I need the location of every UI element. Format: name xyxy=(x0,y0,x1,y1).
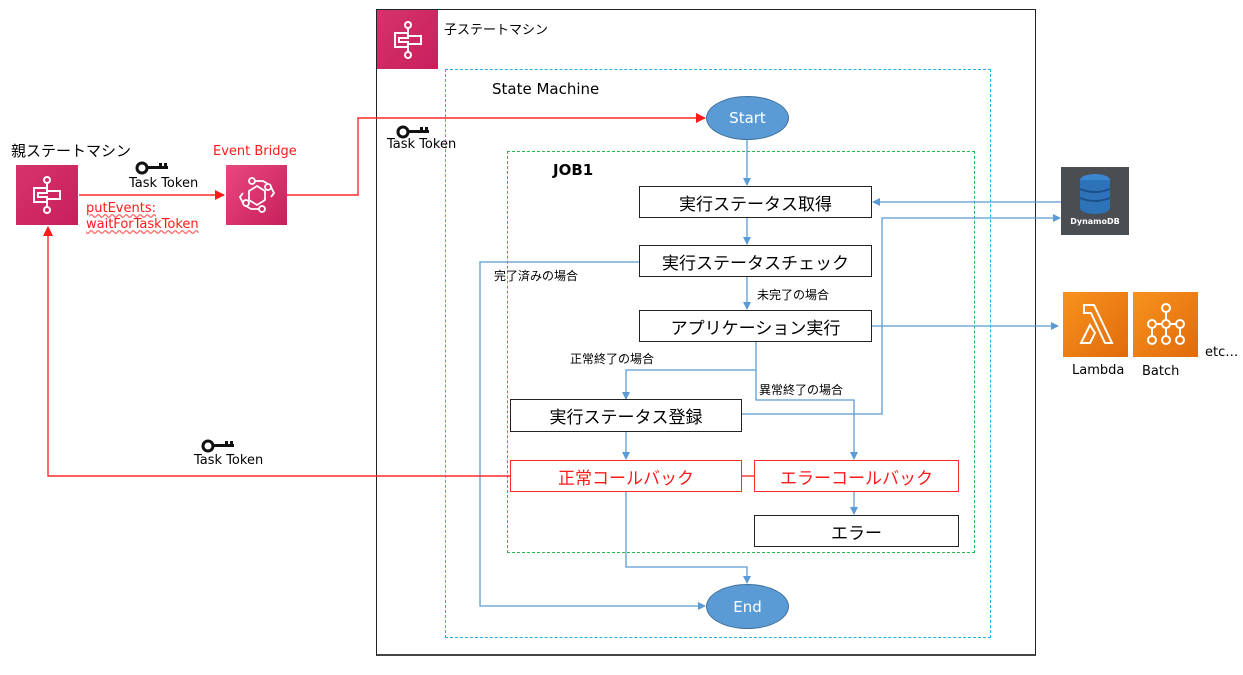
job1-frame xyxy=(507,151,975,553)
edge-run-abnormal-to-error-callback xyxy=(755,370,858,460)
put-events-label-1: putEvents: xyxy=(86,201,156,216)
edge-run-normal-to-register xyxy=(622,342,757,400)
lambda-label: Lambda xyxy=(1072,363,1125,378)
task-token-label-child: Task Token xyxy=(387,137,457,152)
eventbridge-icon xyxy=(238,177,275,213)
child-state-machine-frame xyxy=(376,9,1036,656)
eventbridge-title: Event Bridge xyxy=(213,144,297,159)
parent-title: 親ステートマシン xyxy=(11,142,132,160)
batch-service[interactable] xyxy=(1133,292,1198,357)
step-functions-icon xyxy=(393,20,422,59)
key-icon xyxy=(396,124,432,143)
parent-step-functions[interactable] xyxy=(16,165,78,225)
put-events-label-2: waitForTaskToken xyxy=(86,217,199,232)
condition-abnormal-end: 異常終了の場合 xyxy=(759,383,844,397)
condition-completed: 完了済みの場合 xyxy=(494,269,579,283)
child-title: 子ステートマシン xyxy=(444,23,549,38)
eventbridge-service[interactable] xyxy=(226,165,287,225)
task-token-label-bottom: Task Token xyxy=(194,453,264,468)
edge-success-callback-to-end xyxy=(625,492,751,584)
edge-success-callback-to-parent xyxy=(43,226,510,477)
edge-eventbridge-to-start xyxy=(287,113,706,196)
lambda-icon xyxy=(1078,303,1114,344)
edge-check-completed-to-end xyxy=(479,261,706,610)
check-status-step[interactable]: 実行ステータスチェック xyxy=(639,245,872,277)
error-callback-step[interactable]: エラーコールバック xyxy=(754,460,959,492)
batch-icon xyxy=(1146,302,1185,345)
job1-label: JOB1 xyxy=(553,161,594,179)
child-step-functions[interactable] xyxy=(377,10,438,69)
state-machine-frame xyxy=(445,69,991,638)
key-icon xyxy=(201,438,237,457)
task-token-label-top: Task Token xyxy=(129,176,199,191)
etc-label: etc… xyxy=(1205,345,1239,360)
register-status-step[interactable]: 実行ステータス登録 xyxy=(510,399,742,432)
get-status-step[interactable]: 実行ステータス取得 xyxy=(639,186,872,218)
dynamodb-label: DynamoDB xyxy=(1070,217,1120,226)
run-application-step[interactable]: アプリケーション実行 xyxy=(639,310,872,342)
success-callback-step[interactable]: 正常コールバック xyxy=(510,460,742,492)
batch-label: Batch xyxy=(1142,364,1180,379)
error-step[interactable]: エラー xyxy=(754,515,959,547)
dynamodb-service[interactable]: DynamoDB xyxy=(1061,167,1129,235)
key-icon xyxy=(135,160,171,179)
lambda-service[interactable] xyxy=(1063,292,1128,357)
start-node[interactable]: Start xyxy=(706,96,789,140)
step-functions-icon xyxy=(33,176,61,214)
condition-not-completed: 未完了の場合 xyxy=(757,288,830,302)
condition-normal-end: 正常終了の場合 xyxy=(570,352,655,366)
edge-register-to-dynamodb xyxy=(742,214,1061,415)
dynamodb-icon xyxy=(1079,174,1111,214)
end-node[interactable]: End xyxy=(706,584,789,629)
state-machine-label: State Machine xyxy=(492,80,600,98)
